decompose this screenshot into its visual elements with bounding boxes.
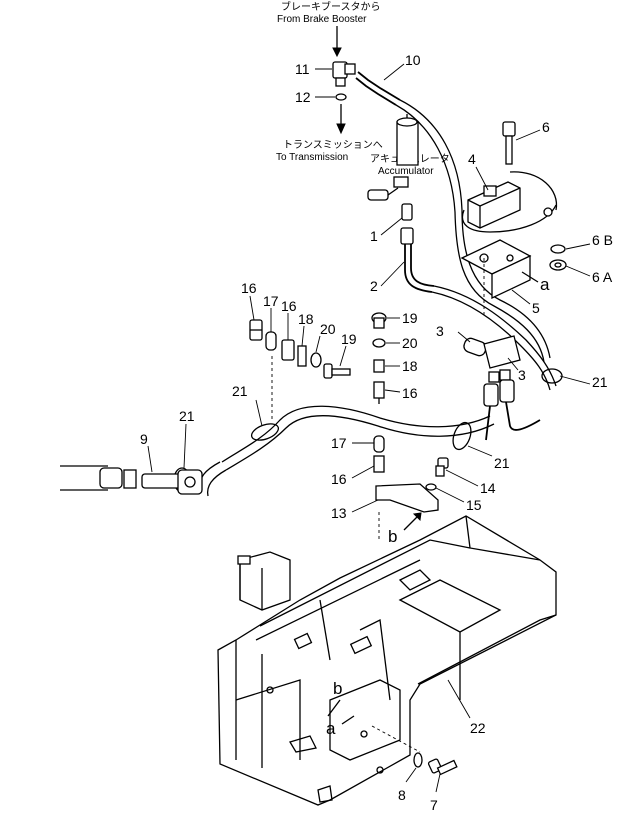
to-transmission-label: To Transmission [276,152,348,163]
callout-6a: 6 A [592,269,613,285]
callout-1: 1 [370,228,378,244]
callout-16-b: 16 [281,298,297,314]
callout-10: 10 [405,52,421,68]
bracket-5 [460,239,532,300]
seal-ring-12 [335,93,347,101]
callout-17-b: 17 [331,435,347,451]
callout-21-b: 21 [179,408,195,424]
letter-b-low: b [333,679,342,698]
bolt-14 [435,457,449,477]
washer-15 [425,483,437,491]
sleeve-17-a [265,331,277,351]
washer-8 [413,752,423,768]
outlet-arrow [336,104,346,135]
callout-21-a: 21 [232,383,248,399]
callout-19-b: 19 [402,310,418,326]
plate-18-a [297,345,307,367]
callout-19-a: 19 [341,331,357,347]
clamp-16-b [281,339,295,361]
callout-11: 11 [295,61,310,77]
callout-5: 5 [532,300,540,316]
nut-6a [549,259,567,271]
accumulator-fitting [367,176,409,201]
washer-6b [550,244,566,254]
bolt-6 [502,121,516,165]
tee-fitting-11 [332,61,356,87]
callout-21-c: 21 [494,455,510,471]
bolt-7 [427,758,458,776]
letter-a-low: a [326,719,336,738]
callout-6b: 6 B [592,232,613,248]
callout-6: 6 [542,119,550,135]
accumulator-label: Accumulator [378,166,434,177]
callout-13: 13 [331,505,347,521]
washer-20-a [310,352,322,368]
clip-21-right [452,421,472,451]
to-transmission-jp: トランスミッションへ [283,139,383,151]
callout-7: 7 [430,797,438,813]
callout-14: 14 [480,480,496,496]
bolt-19-b [371,312,387,329]
callout-17-a: 17 [263,293,279,309]
callout-15: 15 [466,497,482,513]
from-brake-booster-label: From Brake Booster [277,14,367,25]
callout-3-left: 3 [436,323,444,339]
letter-a-top: a [540,275,550,294]
clamp-16-a [249,319,263,341]
valve-4 [461,171,558,233]
callout-20-b: 20 [402,335,418,351]
arrow-a-top [521,271,539,283]
callout-12: 12 [295,89,311,105]
callout-3-right: 3 [518,367,526,383]
arrow-b-low [327,699,341,717]
connector-1 [401,203,413,221]
sleeve-17-b [373,435,385,453]
main-frame-22 [217,515,557,806]
callout-4: 4 [468,151,476,167]
from-brake-booster-jp: ブレーキブースタから [281,0,381,13]
brake-tube-main [199,405,495,497]
callout-18-a: 18 [298,311,314,327]
clamp-16-c [373,381,385,404]
arrow-a-low [341,715,355,725]
bracket-13 [375,483,439,513]
callout-16-d: 16 [331,471,347,487]
callout-20-a: 20 [320,321,336,337]
arrow-b-mid [403,512,422,531]
callout-16-a: 16 [241,280,257,296]
callout-9: 9 [140,431,148,447]
callout-2: 2 [370,278,378,294]
callout-22: 22 [470,720,486,736]
letter-b-mid: b [388,527,397,546]
elbow-fittings [483,379,541,441]
callout-16-c: 16 [402,385,418,401]
clamp-16-d [373,455,385,473]
bolt-19-a [323,363,351,379]
manifold-3 [463,335,521,383]
callout-18-b: 18 [402,358,418,374]
cylinder-9 [60,465,203,495]
clip-21-far-right [541,368,563,384]
inlet-arrow [332,26,342,58]
plate-18-b [373,359,385,373]
callout-21-far-right: 21 [592,374,608,390]
washer-20-b [372,338,386,348]
callout-8: 8 [398,787,406,803]
clip-21-left [250,423,280,441]
accumulator [396,114,419,166]
